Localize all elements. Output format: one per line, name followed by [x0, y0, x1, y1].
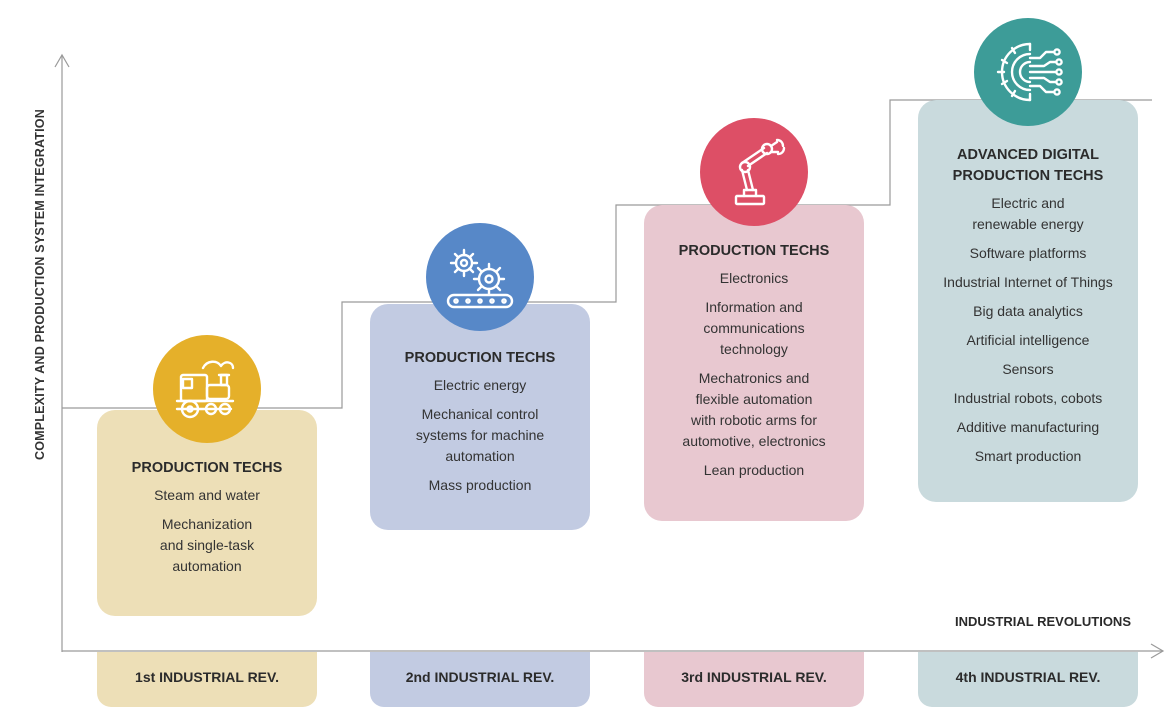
stage-card-content: ADVANCED DIGITAL PRODUCTION TECHS Electr… [918, 145, 1138, 475]
stage-card-3: PRODUCTION TECHS Electronics Information… [644, 205, 864, 521]
staircase-line [62, 99, 1152, 409]
stage-title: PRODUCTION TECHS [404, 350, 556, 366]
stage-title: PRODUCTION TECHS [131, 460, 283, 476]
gears-conveyor-icon [426, 223, 534, 331]
stage-item: Mechanization and single-task automation [159, 516, 255, 574]
stage-card-content: PRODUCTION TECHS Electronics Information… [644, 241, 864, 489]
stage-item: Big data analytics [973, 303, 1083, 319]
stage-card-content: PRODUCTION TECHS Steam and water Mechani… [97, 458, 317, 585]
stage-item: Sensors [1002, 361, 1054, 377]
stage-title: PRODUCTION TECHS [678, 243, 830, 259]
stage-title: ADVANCED DIGITAL PRODUCTION TECHS [952, 147, 1104, 184]
stage-item: Industrial robots, cobots [953, 390, 1103, 406]
stage-item: Industrial Internet of Things [943, 274, 1113, 290]
stage-item: Mechanical control systems for machine a… [415, 406, 545, 464]
robotic-arm-icon [700, 118, 808, 226]
revolution-label-2: 2nd INDUSTRIAL REV. [370, 652, 590, 707]
stage-item: Smart production [974, 448, 1082, 464]
x-axis-arrowhead [1150, 643, 1165, 659]
x-axis-label: INDUSTRIAL REVOLUTIONS [955, 614, 1131, 629]
stage-item: Mass production [428, 477, 532, 493]
stage-item: Lean production [703, 462, 805, 478]
stage-card-content: PRODUCTION TECHS Electric energy Mechani… [370, 348, 590, 504]
steam-locomotive-icon [153, 335, 261, 443]
stage-item: Steam and water [154, 487, 260, 503]
stage-item: Mechatronics and flexible automation wit… [682, 370, 826, 449]
stage-item: Software platforms [969, 245, 1087, 261]
stage-item: Electric and renewable energy [972, 195, 1084, 232]
stage-card-4: ADVANCED DIGITAL PRODUCTION TECHS Electr… [918, 100, 1138, 502]
digital-gear-circuit-icon [974, 18, 1082, 126]
revolution-label-4: 4th INDUSTRIAL REV. [918, 652, 1138, 707]
stage-card-2: PRODUCTION TECHS Electric energy Mechani… [370, 304, 590, 530]
stage-card-1: PRODUCTION TECHS Steam and water Mechani… [97, 410, 317, 616]
y-axis-arrowhead [54, 53, 70, 68]
revolution-label-3: 3rd INDUSTRIAL REV. [644, 652, 864, 707]
stage-item: Artificial intelligence [966, 332, 1090, 348]
stage-item: Information and communications technolog… [703, 299, 805, 357]
stage-item: Additive manufacturing [956, 419, 1100, 435]
revolution-label-1: 1st INDUSTRIAL REV. [97, 652, 317, 707]
stage-item: Electric energy [433, 377, 527, 393]
stage-item: Electronics [719, 270, 789, 286]
y-axis-label: COMPLEXITY AND PRODUCTION SYSTEM INTEGRA… [33, 109, 47, 460]
